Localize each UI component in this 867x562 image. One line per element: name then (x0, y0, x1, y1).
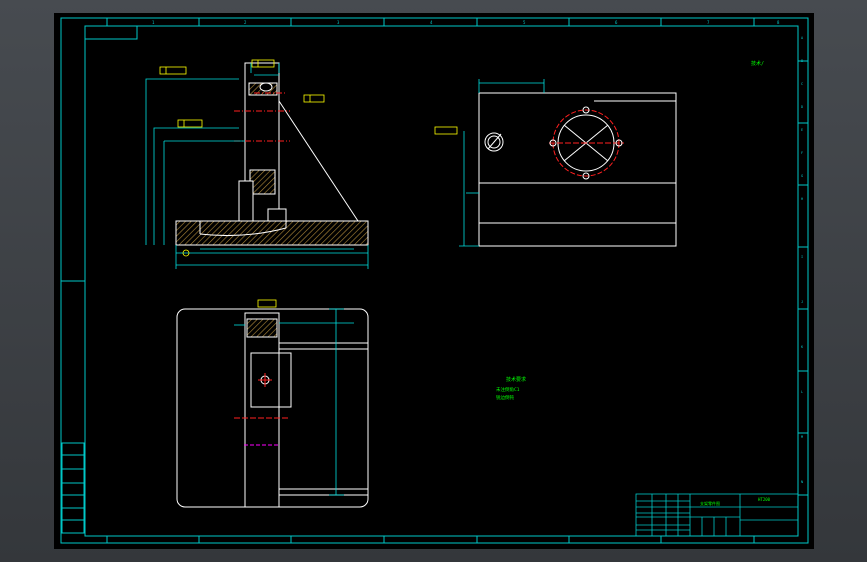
top-tolerance-frame (257, 299, 277, 308)
small-bore-inner (487, 135, 501, 149)
base-plate-section (175, 220, 369, 246)
outer-border (60, 17, 809, 544)
side-tolerance-frame (434, 126, 458, 135)
title-block[interactable] (635, 493, 799, 537)
bottom-notch (267, 208, 287, 222)
top-dimensions (234, 308, 354, 496)
cad-viewport[interactable]: 1 2 3 4 5 6 7 8 A B C D E F G H I J K L … (54, 13, 814, 549)
zone-mark: 6 (615, 20, 618, 25)
zone-mark: A (801, 36, 804, 40)
bolt-hole (582, 106, 590, 114)
material-label: HT200 (758, 497, 771, 502)
side-outline (478, 92, 677, 247)
zone-marks-right: A B C D E F G H I J K L M N (801, 36, 804, 484)
zone-mark: 2 (244, 20, 247, 25)
zone-mark: J (801, 300, 803, 304)
front-dimensions (145, 63, 369, 269)
side-dimensions (459, 79, 545, 247)
front-tolerance-frames (159, 59, 325, 257)
cad-drawing-canvas[interactable]: 1 2 3 4 5 6 7 8 A B C D E F G H I J K L … (54, 13, 814, 549)
top-bore (259, 82, 273, 92)
drawing-name: 支架零件图 (700, 500, 720, 506)
zone-mark: 3 (337, 20, 340, 25)
corner-roughness-mark: 技术/ (751, 60, 764, 67)
zone-mark: I (801, 255, 803, 259)
top-outline (176, 308, 369, 508)
zone-mark: 4 (430, 20, 433, 25)
top-boss-section (246, 318, 278, 338)
base-recess-curve (199, 227, 287, 237)
zone-marks-top: 1 2 3 4 5 6 7 8 (152, 20, 780, 25)
mid-slot-section (249, 169, 276, 195)
tech-requirement-line: 未注倒角C1 (496, 386, 520, 393)
zone-mark: K (801, 345, 804, 349)
zone-mark: M (801, 435, 803, 439)
side-view[interactable] (434, 79, 677, 247)
small-bore (484, 132, 504, 152)
zone-mark: F (801, 151, 803, 155)
zone-mark: D (801, 105, 803, 109)
tech-requirements-title: 技术要求 (506, 376, 526, 383)
drawing-frame (60, 17, 809, 544)
zone-mark: B (801, 59, 803, 63)
inner-border (84, 25, 799, 537)
zone-mark: G (801, 174, 803, 178)
gusset-edge (278, 100, 359, 222)
top-slot (250, 352, 292, 408)
top-view[interactable] (176, 299, 369, 508)
top-column (244, 312, 280, 508)
zone-mark: E (801, 128, 803, 132)
bolt-hole (582, 172, 590, 180)
bolt-hole (549, 139, 557, 147)
zone-mark: L (801, 390, 803, 394)
front-view[interactable] (145, 59, 369, 269)
bolt-hole (615, 139, 623, 147)
zone-mark: N (801, 480, 803, 484)
side-tab (238, 180, 254, 222)
zone-mark: 8 (777, 20, 780, 25)
tech-requirement-line: 锐边倒钝 (496, 394, 514, 401)
bore-hatch (487, 133, 502, 150)
zone-mark: 1 (152, 20, 155, 25)
notes: 技术/ 技术要求 未注倒角C1 锐边倒钝 (496, 60, 764, 401)
zone-mark: C (801, 82, 803, 86)
zone-mark: H (801, 197, 803, 201)
zone-mark: 5 (523, 20, 526, 25)
title-block-text: 支架零件图 HT200 (700, 497, 771, 506)
zone-mark: 7 (707, 20, 710, 25)
